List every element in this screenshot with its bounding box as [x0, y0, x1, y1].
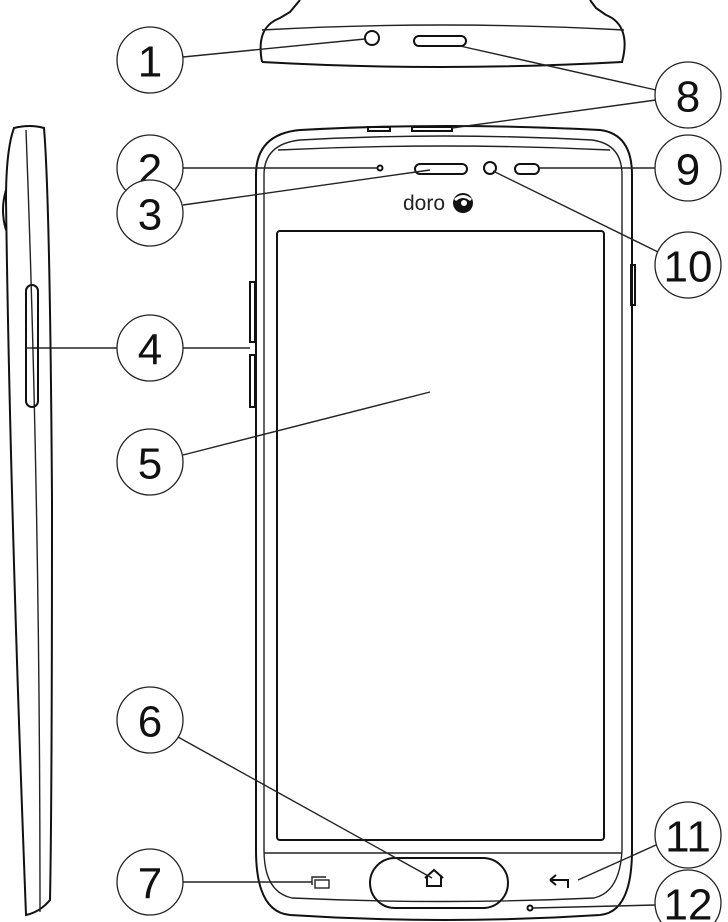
back-icon[interactable] [550, 875, 568, 888]
svg-text:8: 8 [676, 73, 700, 122]
home-icon [425, 870, 443, 886]
touchscreen[interactable] [277, 231, 604, 840]
callout-5: 5 [117, 429, 183, 495]
svg-text:3: 3 [138, 191, 162, 240]
phone-front-view: doro [250, 126, 635, 920]
svg-text:7: 7 [138, 860, 162, 909]
phone-top-view [261, 0, 625, 67]
microphone-top-icon [378, 166, 383, 171]
brand-logo-icon [453, 193, 473, 213]
svg-text:12: 12 [664, 881, 713, 922]
microphone-bottom-icon [528, 906, 533, 911]
volume-down-key [250, 355, 255, 407]
callout-7: 7 [117, 849, 183, 915]
svg-text:11: 11 [665, 813, 711, 862]
callout-12: 12 [655, 870, 721, 922]
svg-text:1: 1 [138, 38, 162, 87]
callout-3: 3 [117, 180, 183, 246]
brand-logo-text: doro [403, 192, 445, 215]
phone-side-view [3, 126, 52, 915]
svg-text:6: 6 [138, 698, 162, 747]
callout-8: 8 [655, 62, 721, 128]
callout-4: 4 [117, 315, 183, 381]
recent-apps-icon[interactable] [312, 877, 329, 888]
callout-6: 6 [117, 687, 183, 753]
svg-text:10: 10 [664, 243, 713, 292]
volume-up-key [250, 282, 255, 342]
top-socket [412, 127, 452, 131]
callout-1: 1 [117, 27, 183, 93]
callout-9: 9 [655, 135, 721, 201]
svg-text:4: 4 [138, 326, 162, 375]
svg-text:9: 9 [676, 146, 700, 195]
proximity-sensor-icon [515, 164, 539, 174]
top-socket-icon [414, 36, 466, 46]
earpiece-icon [415, 164, 467, 174]
headset-jack-icon [365, 31, 379, 45]
top-button [368, 127, 390, 131]
callout-11: 11 [655, 802, 721, 868]
callout-10: 10 [655, 232, 721, 298]
svg-text:5: 5 [138, 440, 162, 489]
